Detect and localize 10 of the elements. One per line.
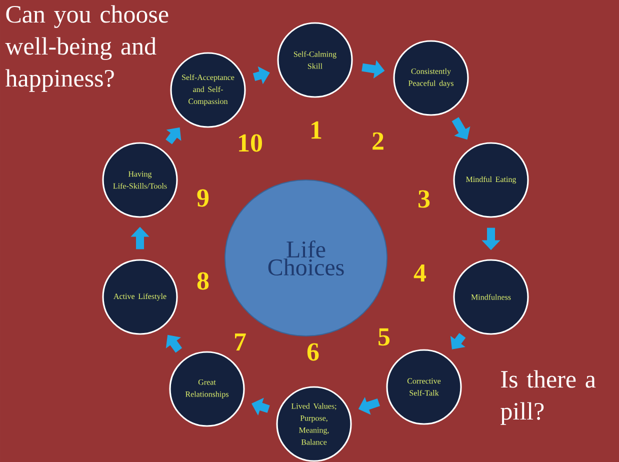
- step-number: 3: [418, 190, 430, 208]
- step-number: 1: [312, 121, 322, 139]
- step-number: 2: [372, 132, 384, 150]
- question-text: Is there a pill?: [500, 370, 596, 425]
- step-number: 9: [197, 189, 209, 207]
- step-number: 10: [239, 134, 262, 152]
- step-number: 4: [414, 264, 426, 282]
- question-text: Can you choose well-being and happiness?: [5, 5, 168, 92]
- step-number: 6: [307, 343, 319, 361]
- step-number: 8: [197, 272, 209, 290]
